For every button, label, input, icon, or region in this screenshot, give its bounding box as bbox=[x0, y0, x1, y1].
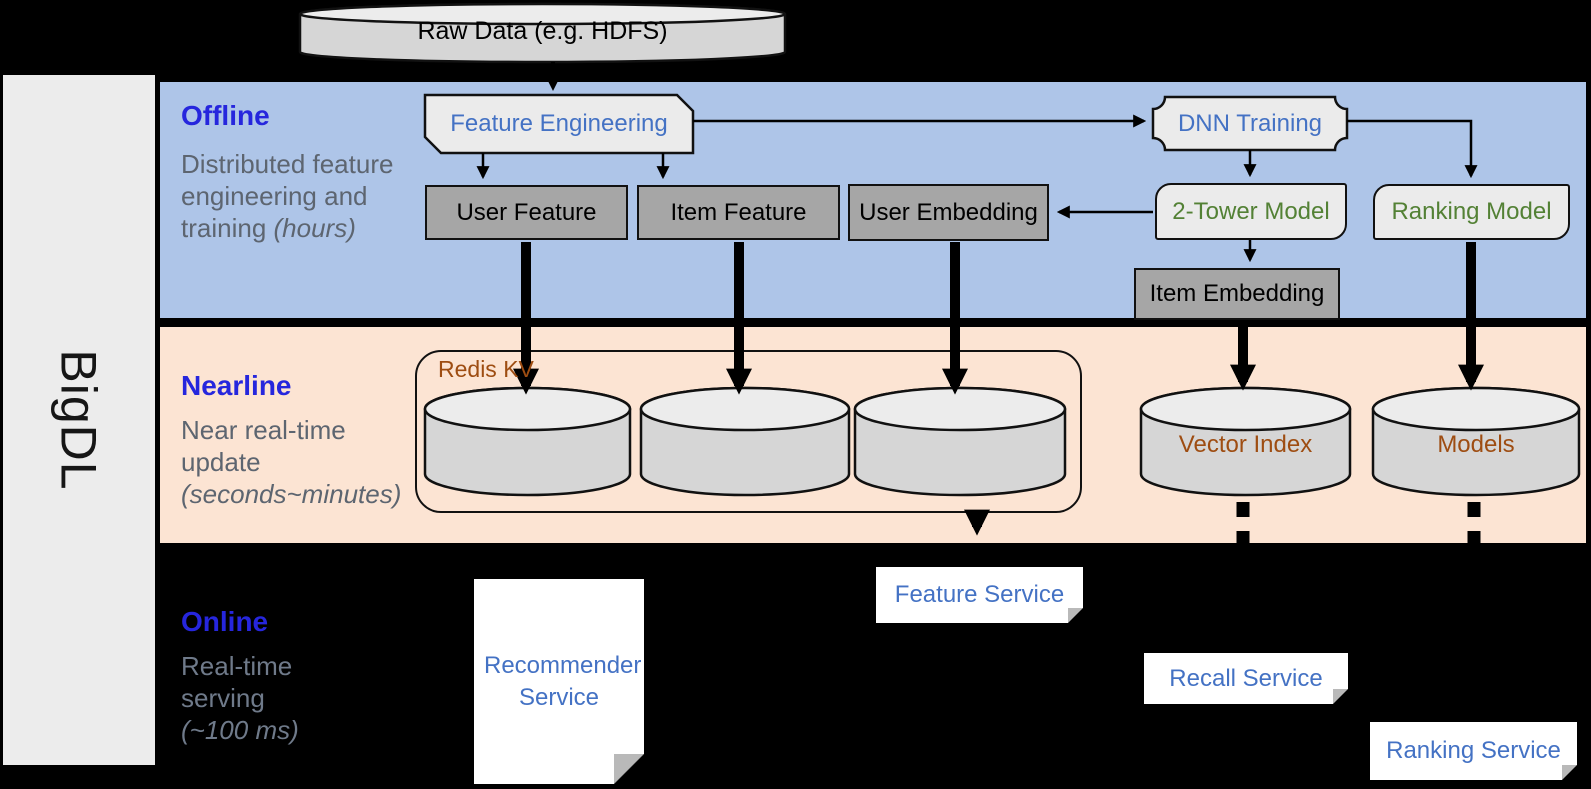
offline-desc-italic: (hours) bbox=[273, 213, 356, 244]
online-description: Real-time serving (~100 ms) bbox=[181, 650, 331, 747]
models-label: Models bbox=[1437, 431, 1515, 458]
bigdl-label: BigDL bbox=[51, 349, 107, 491]
user-feature-node: User Feature bbox=[425, 185, 628, 240]
offline-desc-text: Distributed feature engineering and trai… bbox=[181, 149, 394, 244]
bigdl-sidebar: BigDL bbox=[3, 75, 155, 765]
recommender-service-node: Recommender Service bbox=[474, 579, 644, 784]
raw-data-label: Raw Data (e.g. HDFS) bbox=[417, 16, 668, 45]
user-embedding-node: User Embedding bbox=[848, 184, 1049, 241]
nearline-description: Near real-time update (seconds~minutes) bbox=[181, 414, 421, 511]
vector-index-label: Vector Index bbox=[1178, 431, 1313, 458]
redis-kv-container bbox=[415, 350, 1082, 513]
nearline-desc-text: Near real-time update bbox=[181, 415, 346, 478]
recommender-service-label: Recommender Service bbox=[484, 652, 642, 711]
offline-description: Distributed feature engineering and trai… bbox=[181, 148, 399, 245]
item-embedding-node: Item Embedding bbox=[1134, 268, 1340, 320]
feature-engineering-label: Feature Engineering bbox=[450, 110, 668, 137]
online-heading: Online bbox=[181, 606, 269, 637]
ranking-model-node: Ranking Model bbox=[1373, 184, 1570, 240]
item-feature-node: Item Feature bbox=[637, 185, 840, 240]
online-desc-italic: (~100 ms) bbox=[181, 715, 299, 746]
nearline-heading: Nearline bbox=[181, 370, 292, 401]
feature-service-node: Feature Service bbox=[876, 567, 1083, 623]
recall-service-node: Recall Service bbox=[1144, 653, 1348, 704]
redis-kv-label: Redis KV bbox=[438, 356, 534, 382]
nearline-desc-italic: (seconds~minutes) bbox=[181, 479, 402, 510]
online-desc-text: Real-time serving bbox=[181, 651, 293, 714]
dnn-training-label: DNN Training bbox=[1177, 109, 1323, 137]
two-tower-model-node: 2-Tower Model bbox=[1155, 183, 1347, 240]
offline-heading: Offline bbox=[181, 100, 270, 131]
ranking-service-node: Ranking Service bbox=[1370, 722, 1577, 780]
